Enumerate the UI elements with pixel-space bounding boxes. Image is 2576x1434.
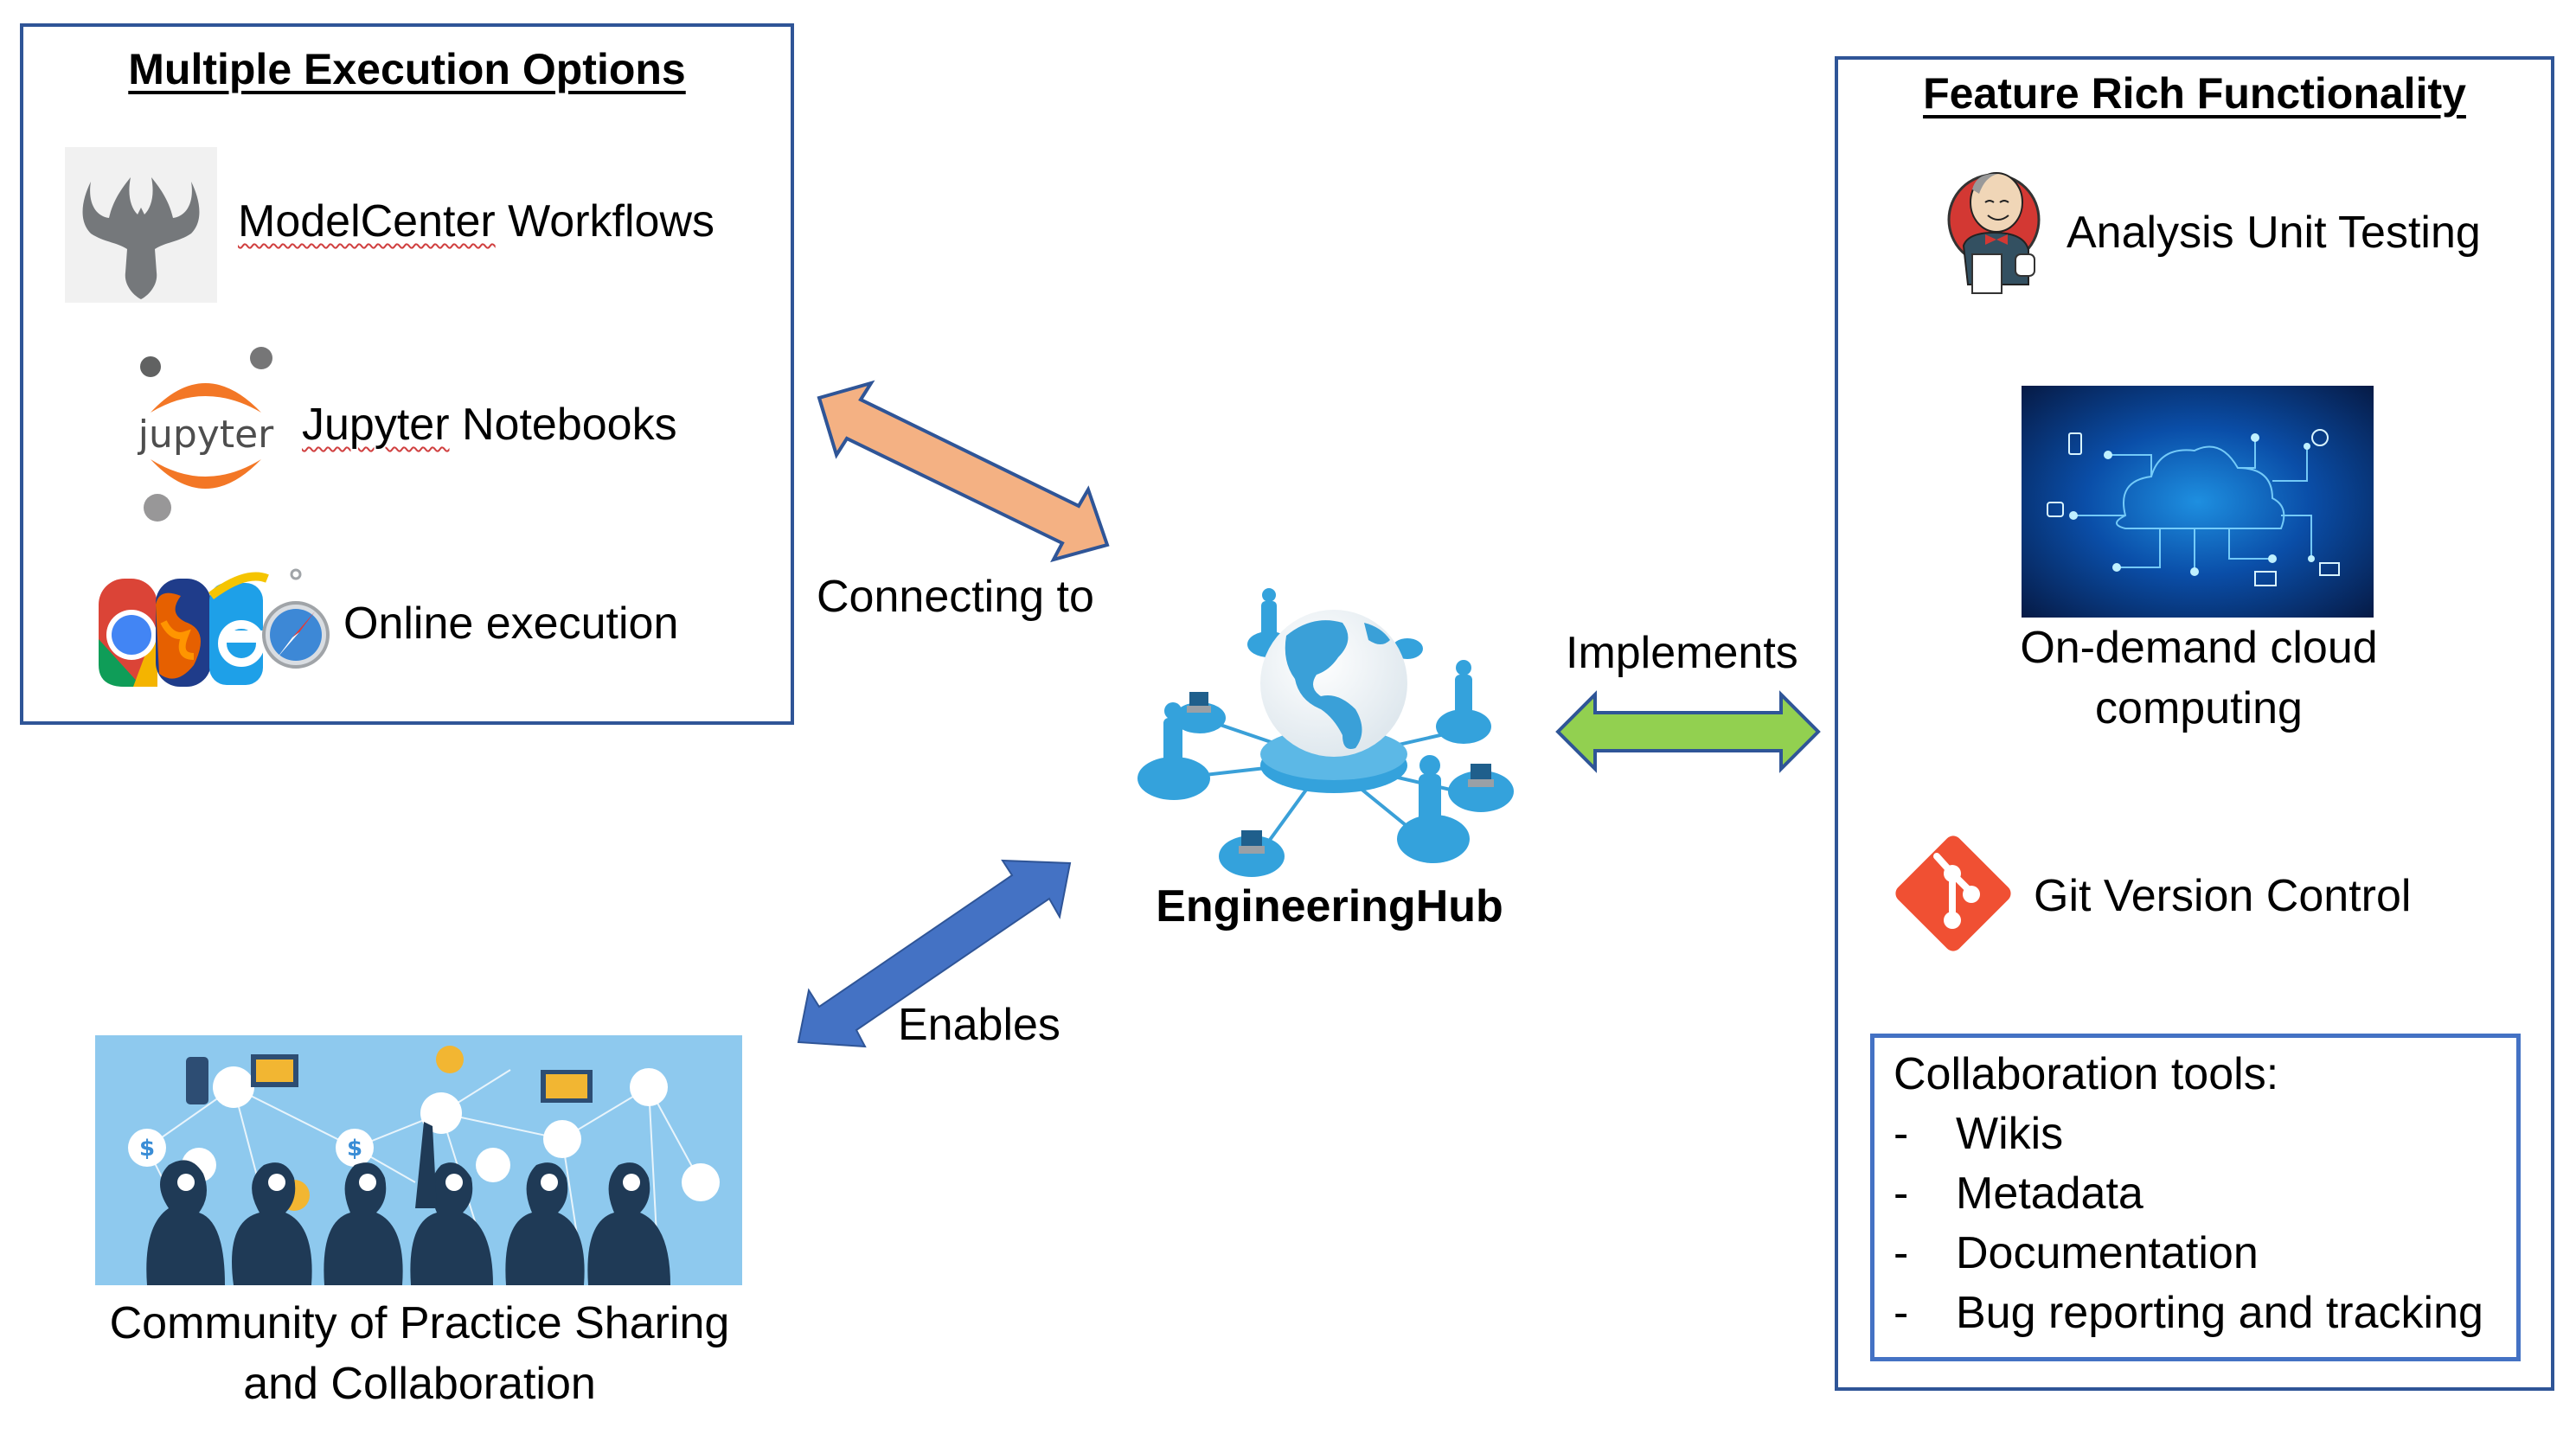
bullet-dash: - xyxy=(1894,1109,1909,1159)
community-collaboration-image: $$ xyxy=(95,1035,742,1285)
hub-label: EngineeringHub xyxy=(1156,881,1503,931)
globe-network-icon xyxy=(1122,588,1531,891)
cloud-label-line2: computing xyxy=(2095,683,2303,733)
git-label: Git Version Control xyxy=(2034,871,2412,921)
jenkins-butler-icon xyxy=(1946,163,2046,298)
features-panel: Feature Rich Functionality Analysis Unit… xyxy=(1835,56,2554,1391)
jupyter-label: Jupyter Notebooks xyxy=(302,399,677,451)
collab-item-metadata: -Metadata xyxy=(1894,1168,2143,1220)
implements-arrow-shape xyxy=(1555,690,1821,773)
unit-testing-label: Analysis Unit Testing xyxy=(2067,208,2481,258)
collaboration-tools-box: Collaboration tools: -Wikis -Metadata -D… xyxy=(1870,1034,2521,1361)
modelcenter-word: ModelCenter xyxy=(238,196,496,246)
svg-text:$: $ xyxy=(347,1136,362,1162)
browser-icons xyxy=(99,568,330,687)
internet-explorer-icon xyxy=(208,572,269,685)
connecting-to-label: Connecting to xyxy=(817,572,1094,622)
firefox-icon xyxy=(156,579,211,687)
git-logo-icon xyxy=(1892,832,2015,955)
implements-label: Implements xyxy=(1566,628,1798,678)
collab-item-documentation: -Documentation xyxy=(1894,1227,2259,1279)
community-caption-line1: Community of Practice Sharing xyxy=(109,1298,730,1348)
collab-item-bug-reporting: -Bug reporting and tracking xyxy=(1894,1287,2483,1339)
collab-item-label: Wikis xyxy=(1956,1109,2064,1159)
collab-item-wikis: -Wikis xyxy=(1894,1108,2063,1160)
execution-options-panel: Multiple Execution Options ModelCenter W… xyxy=(20,23,794,725)
modelcenter-label: ModelCenter Workflows xyxy=(238,195,714,247)
notebooks-word: Notebooks xyxy=(449,400,677,450)
bullet-dash: - xyxy=(1894,1168,1909,1219)
chrome-icon xyxy=(99,579,157,687)
jupyter-logo-text: jupyter xyxy=(138,413,274,457)
online-execution-label: Online execution xyxy=(343,599,679,649)
cloud-computing-image xyxy=(2022,386,2374,618)
bullet-dash: - xyxy=(1894,1228,1909,1278)
collab-item-label: Bug reporting and tracking xyxy=(1956,1288,2483,1338)
collab-item-label: Metadata xyxy=(1956,1168,2143,1219)
bullet-dash: - xyxy=(1894,1288,1909,1338)
modelcenter-phoenix-icon xyxy=(65,147,217,303)
cloud-label: On-demand cloud computing xyxy=(1935,618,2463,739)
connecting-to-arrow-shape xyxy=(817,380,1110,563)
enables-arrow-shape xyxy=(797,859,1072,1048)
cloud-label-line1: On-demand cloud xyxy=(2020,623,2378,673)
svg-text:$: $ xyxy=(139,1136,155,1162)
community-caption-line2: and Collaboration xyxy=(243,1359,596,1409)
community-caption: Community of Practice Sharing and Collab… xyxy=(52,1293,787,1414)
collaboration-heading: Collaboration tools: xyxy=(1894,1049,2279,1099)
jupyter-logo-icon: jupyter xyxy=(131,345,283,527)
jupyter-word: Jupyter xyxy=(302,400,450,450)
workflows-word: Workflows xyxy=(495,196,715,246)
safari-icon xyxy=(262,568,330,669)
execution-options-title: Multiple Execution Options xyxy=(128,45,686,93)
features-title: Feature Rich Functionality xyxy=(1923,69,2466,118)
collab-item-label: Documentation xyxy=(1956,1228,2259,1278)
enables-label: Enables xyxy=(898,1000,1061,1050)
